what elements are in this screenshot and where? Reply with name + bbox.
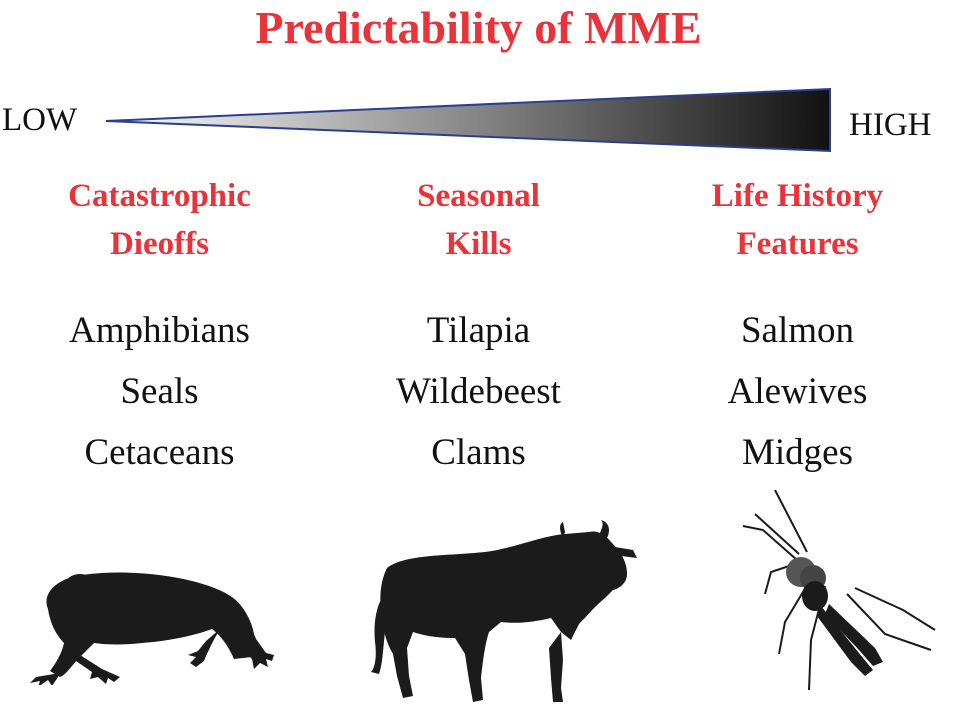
wildebeest-silhouette (371, 520, 637, 702)
species-item: Wildebeest (396, 371, 561, 412)
heading-line-1: Life History (711, 178, 884, 214)
heading-line-2: Features (736, 226, 859, 262)
species-item: Salmon (740, 310, 855, 351)
heading-line-2: Kills (445, 226, 512, 262)
high-label: HIGH (849, 107, 932, 143)
frog-silhouette (30, 572, 274, 685)
species-item: Alewives (727, 371, 868, 412)
species-item: Seals (120, 371, 199, 412)
category-heading: Seasonal Kills (319, 172, 638, 268)
heading-line-1: Seasonal (417, 178, 540, 214)
low-label: LOW (2, 102, 78, 138)
species-item: Clams (431, 432, 526, 473)
heading-line-2: Dieoffs (110, 226, 209, 262)
species-item: Tilapia (426, 310, 531, 351)
midge-silhouette (742, 490, 936, 691)
species-item: Amphibians (69, 310, 250, 351)
category-heading: Catastrophic Dieoffs (0, 172, 319, 268)
heading-line-1: Catastrophic (68, 178, 251, 214)
species-list: Salmon Alewives Midges (638, 300, 957, 483)
species-item: Midges (742, 432, 853, 473)
species-item: Cetaceans (84, 432, 235, 473)
species-list: Tilapia Wildebeest Clams (319, 300, 638, 483)
predictability-gradient-wedge (105, 87, 831, 153)
category-heading: Life History Features (638, 172, 957, 268)
diagram-title: Predictability of MME (255, 2, 702, 53)
species-list: Amphibians Seals Cetaceans (0, 300, 319, 483)
